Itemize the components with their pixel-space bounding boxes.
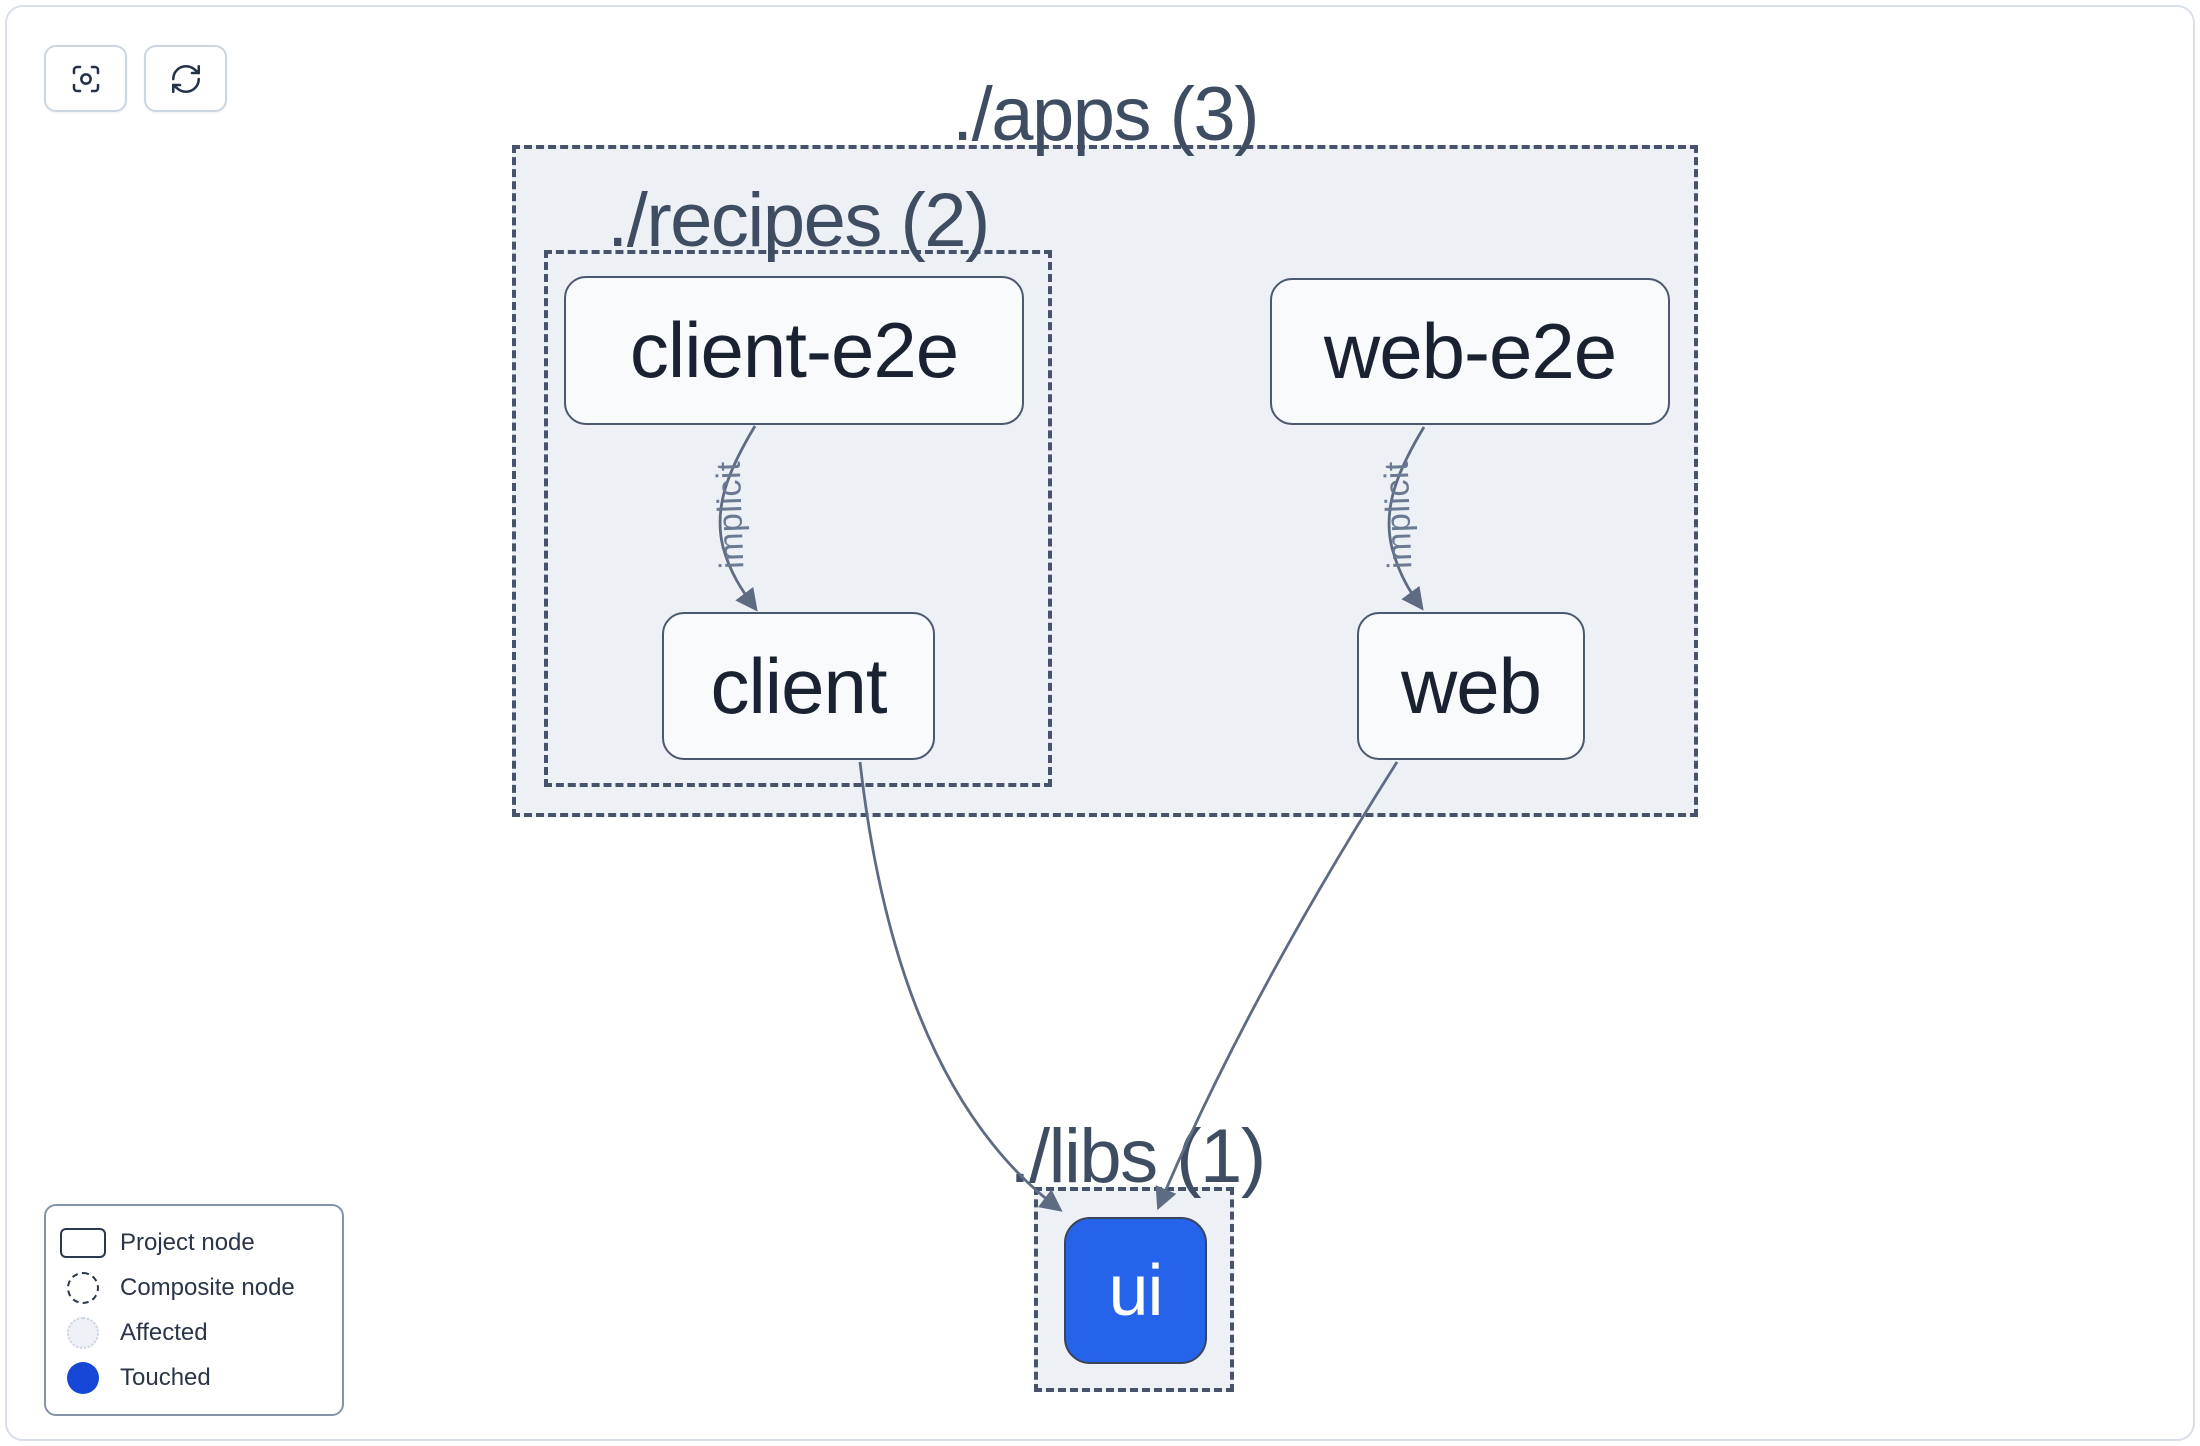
- node-web-e2e[interactable]: web-e2e: [1270, 278, 1670, 425]
- node-web[interactable]: web: [1357, 612, 1585, 760]
- legend-item-project-node: Project node: [46, 1220, 342, 1265]
- refresh-icon: [168, 61, 204, 97]
- legend-label: Project node: [120, 1228, 255, 1256]
- legend-item-touched: Touched: [46, 1355, 342, 1400]
- legend: Project node Composite node Affected Tou…: [44, 1204, 344, 1416]
- legend-label: Affected: [120, 1318, 208, 1346]
- affected-swatch-icon: [46, 1316, 120, 1349]
- project-node-swatch-icon: [46, 1227, 120, 1258]
- toolbar: [44, 45, 227, 112]
- graph-canvas[interactable]: ./apps (3) ./recipes (2) ./libs (1) impl…: [5, 5, 2195, 1441]
- edge-web-to-ui[interactable]: [1155, 761, 1399, 1211]
- node-client[interactable]: client: [662, 612, 935, 760]
- composite-node-swatch-icon: [46, 1271, 120, 1304]
- legend-item-affected: Affected: [46, 1310, 342, 1355]
- refresh-graph-button[interactable]: [144, 45, 227, 112]
- edges-layer: [718, 425, 1426, 1212]
- legend-label: Touched: [120, 1363, 211, 1391]
- edge-client-to-ui[interactable]: [858, 761, 1063, 1212]
- legend-label: Composite node: [120, 1273, 295, 1301]
- edge-client-e2e-to-client[interactable]: [718, 425, 758, 612]
- node-client-e2e[interactable]: client-e2e: [564, 276, 1024, 425]
- touched-swatch-icon: [46, 1361, 120, 1394]
- edge-web-e2e-to-web[interactable]: [1387, 426, 1426, 611]
- node-ui[interactable]: ui: [1064, 1217, 1207, 1364]
- legend-item-composite-node: Composite node: [46, 1265, 342, 1310]
- center-graph-button[interactable]: [44, 45, 127, 112]
- scan-focus-icon: [68, 61, 104, 97]
